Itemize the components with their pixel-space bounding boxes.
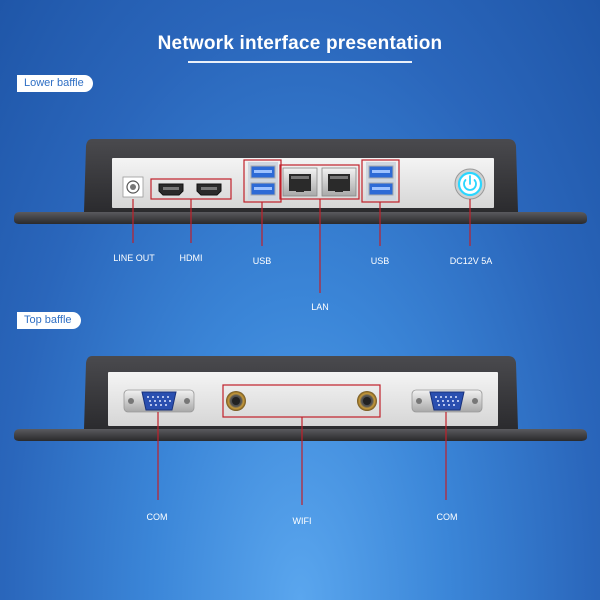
title-underline: [188, 61, 412, 63]
usb-ports-right: [366, 162, 396, 200]
com-port-left: [123, 389, 195, 413]
lower-baffle-tag: Lower baffle: [17, 75, 93, 92]
lan-ports: [282, 167, 357, 197]
power-button-icon: [454, 168, 486, 200]
top-device: [14, 356, 587, 441]
label-hdmi: HDMI: [179, 253, 203, 263]
top-baffle-tag: Top baffle: [17, 312, 81, 329]
lower-callouts: [132, 159, 471, 293]
label-com-left: COM: [146, 512, 168, 522]
line-out-jack: [122, 176, 144, 198]
com-port-right: [411, 389, 483, 413]
page-title: Network interface presentation: [157, 33, 443, 54]
label-usb-left: USB: [252, 256, 272, 266]
wifi-antenna-connectors: [226, 391, 377, 411]
label-power: DC12V 5A: [449, 256, 493, 266]
hdmi-ports: [158, 183, 222, 196]
top-callouts: [157, 384, 447, 505]
label-com-right: COM: [436, 512, 458, 522]
label-lan: LAN: [311, 302, 329, 312]
usb-ports-left: [248, 162, 278, 200]
label-wifi: WIFI: [292, 516, 312, 526]
label-usb-right: USB: [370, 256, 390, 266]
label-line-out: LINE OUT: [113, 253, 155, 263]
